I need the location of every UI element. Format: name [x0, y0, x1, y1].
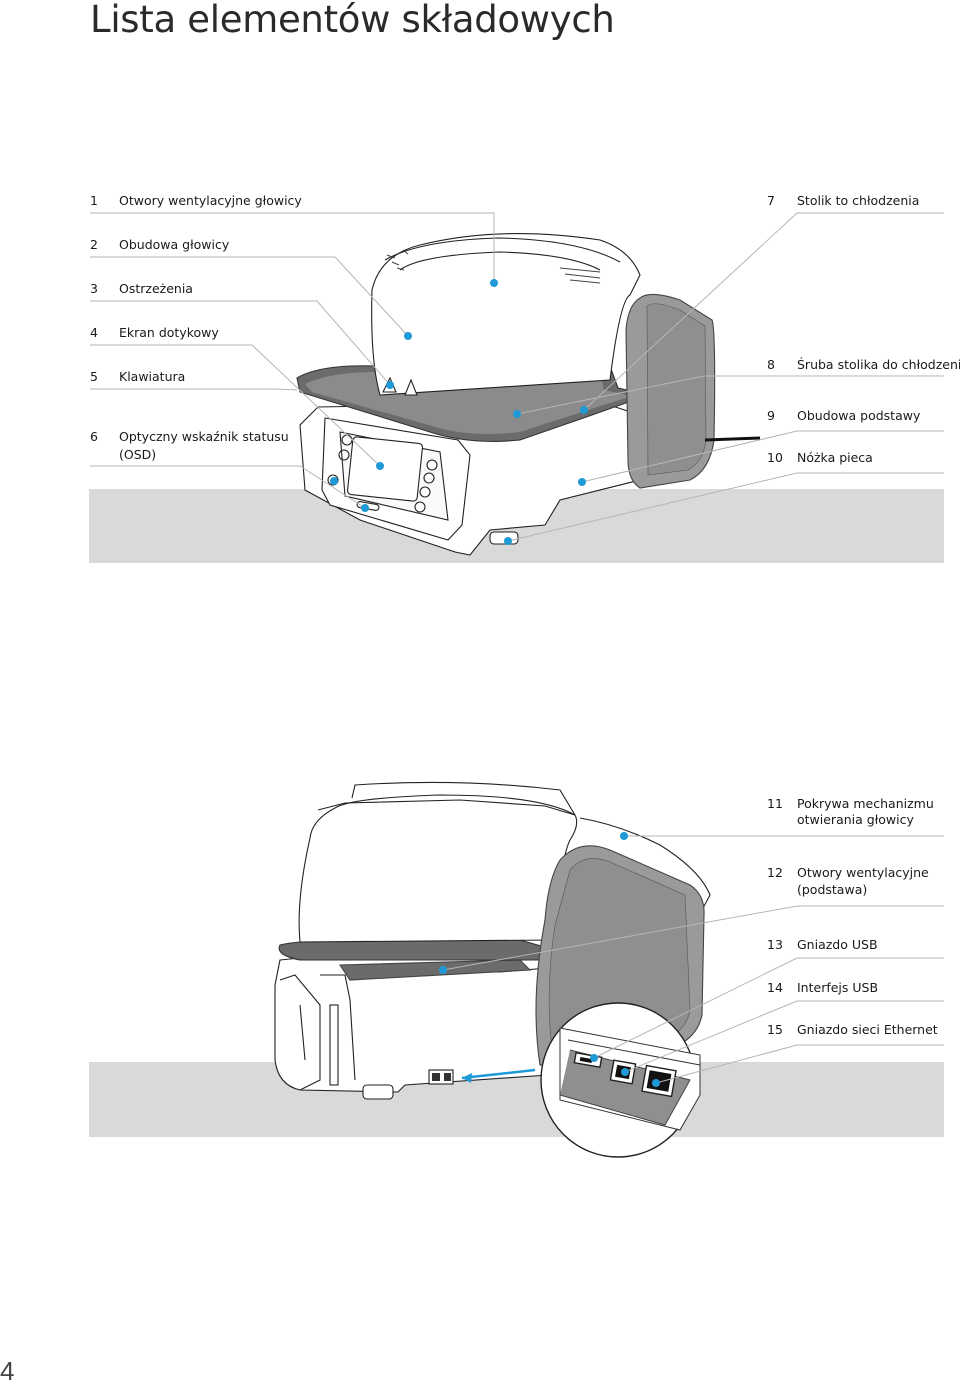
marker-7: [580, 406, 588, 414]
label-1-number: 1: [90, 193, 98, 208]
label-14-text: Interfejs USB: [797, 980, 879, 995]
label-1-text: Otwory wentylacyjne głowicy: [119, 193, 302, 208]
marker-3: [386, 381, 394, 389]
label-7-number: 7: [767, 193, 775, 208]
label-9-number: 9: [767, 408, 775, 423]
label-2-number: 2: [90, 237, 98, 252]
leader-lines-bottom: [442, 835, 944, 1084]
label-6-text-line2: (OSD): [119, 447, 157, 462]
label-13-number: 13: [767, 937, 783, 952]
marker-1: [490, 279, 498, 287]
page-title: Lista elementów składowych: [90, 0, 615, 41]
label-12-number: 12: [767, 865, 783, 880]
label-10-text: Nóżka pieca: [797, 450, 873, 465]
label-4-number: 4: [90, 325, 98, 340]
label-13-text: Gniazdo USB: [797, 937, 878, 952]
label-4-text: Ekran dotykowy: [119, 325, 219, 340]
label-12-text: Otwory wentylacyjne: [797, 865, 929, 880]
marker-2: [404, 332, 412, 340]
key-3: [426, 459, 438, 471]
label-5-text: Klawiatura: [119, 369, 186, 384]
marker-8: [513, 410, 521, 418]
label-10-number: 10: [767, 450, 783, 465]
markers-bottom: [439, 832, 660, 1087]
label-11-text-line2: otwierania głowicy: [797, 812, 914, 827]
marker-13: [590, 1054, 598, 1062]
leader-lines-top: [90, 212, 944, 542]
key-2: [338, 449, 350, 461]
label-5-number: 5: [90, 369, 98, 384]
furnace-foot-front: [489, 531, 519, 545]
label-11-number: 11: [767, 796, 783, 811]
marker-10: [504, 537, 512, 545]
ports-detail-circle: [540, 1002, 701, 1158]
markers-top: [330, 279, 588, 545]
key-6: [414, 501, 426, 513]
label-6-number: 6: [90, 429, 98, 444]
label-15-text: Gniazdo sieci Ethernet: [797, 1022, 938, 1037]
key-5: [419, 486, 431, 498]
furnace-rear-view: [274, 781, 711, 1100]
label-8-text: Śruba stolika do chłodzenia: [797, 357, 960, 372]
label-12-text-line2: (podstawa): [797, 882, 868, 897]
label-8-number: 8: [767, 357, 775, 372]
osd-key: [327, 474, 339, 486]
marker-15: [652, 1079, 660, 1087]
label-3-text: Ostrzeżenia: [119, 281, 193, 296]
marker-6: [361, 504, 369, 512]
label-6-text: Optyczny wskaźnik statusu: [119, 429, 289, 444]
furnace-front-view: [296, 233, 761, 556]
key-4: [423, 472, 435, 484]
marker-12: [439, 966, 447, 974]
page-number: 4: [0, 1356, 15, 1386]
marker-14: [621, 1068, 629, 1076]
label-3-number: 3: [90, 281, 98, 296]
label-2-text: Obudowa głowicy: [119, 237, 230, 252]
label-14-number: 14: [767, 980, 783, 995]
marker-5: [330, 477, 338, 485]
furnace-foot-rear: [362, 1084, 394, 1100]
label-9-text: Obudowa podstawy: [797, 408, 921, 423]
label-7-text: Stolik to chłodzenia: [797, 193, 920, 208]
marker-9: [578, 478, 586, 486]
label-11-text: Pokrywa mechanizmu: [797, 796, 934, 811]
marker-4: [376, 462, 384, 470]
label-15-number: 15: [767, 1022, 783, 1037]
marker-11: [620, 832, 628, 840]
